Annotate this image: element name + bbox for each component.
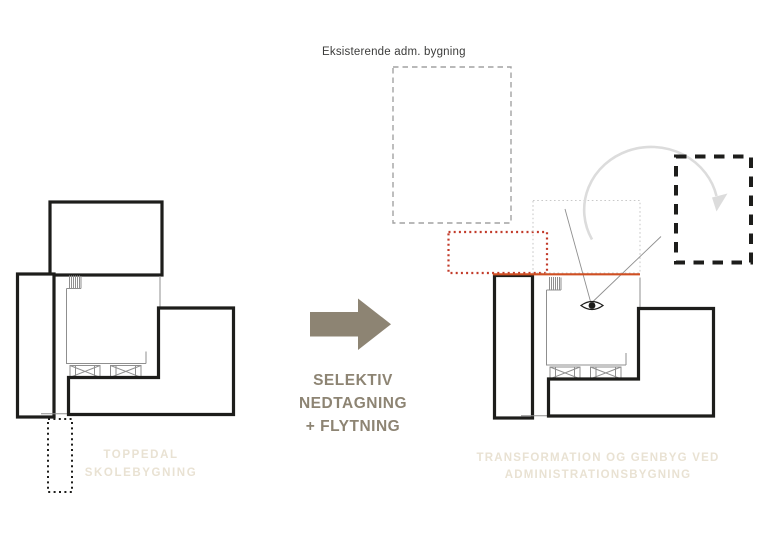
caption-left: TOPPEDAL SKOLEBYGNING: [58, 446, 224, 482]
arrow-right-icon: [310, 298, 391, 350]
transition-label: SELEKTIV NEDTAGNING + FLYTNING: [283, 369, 423, 438]
left-tall-building-outline: [15, 272, 56, 419]
curved-arrow-icon: [582, 145, 728, 241]
left-crossed-boxes: [69, 365, 142, 378]
right-tall-building-outline: [492, 273, 535, 420]
caption-right-line1: TRANSFORMATION OG GENBYG VED: [476, 452, 720, 464]
right-interior-plan-lines: [521, 277, 641, 417]
existing-admin-dashed-outline: [392, 66, 512, 224]
eye-icon: [579, 300, 605, 311]
removed-part-red-dotted-outline: [447, 230, 549, 275]
left-top-building-outline: [48, 200, 164, 277]
caption-left-line1: TOPPEDAL: [103, 449, 179, 461]
pointer-lines: [564, 208, 662, 302]
right-floorplan: [392, 66, 753, 420]
left-l-building-outline: [66, 306, 236, 417]
left-floorplan: [15, 200, 236, 493]
left-dotted-footprint: [47, 418, 73, 493]
caption-left-line2: SKOLEBYGNING: [84, 467, 198, 479]
annotation-existing-admin: Eksisterende adm. bygning: [322, 46, 466, 58]
relocated-building-dashed-outline: [674, 154, 753, 265]
right-crossed-boxes: [549, 366, 622, 380]
transition-label-line3: + FLYTNING: [305, 418, 401, 435]
transition-label-line1: SELEKTIV: [313, 372, 393, 389]
right-l-building-outline: [546, 306, 716, 418]
transition-label-line2: NEDTAGNING: [298, 395, 408, 412]
right-stair-hatch: [546, 277, 562, 291]
caption-right-line2: ADMINISTRATIONSBYGNING: [504, 469, 692, 481]
caption-right: TRANSFORMATION OG GENBYG VED ADMINISTRAT…: [452, 450, 744, 484]
previous-footprint-light-dotted: [532, 199, 641, 274]
left-stair-hatch: [66, 275, 82, 289]
